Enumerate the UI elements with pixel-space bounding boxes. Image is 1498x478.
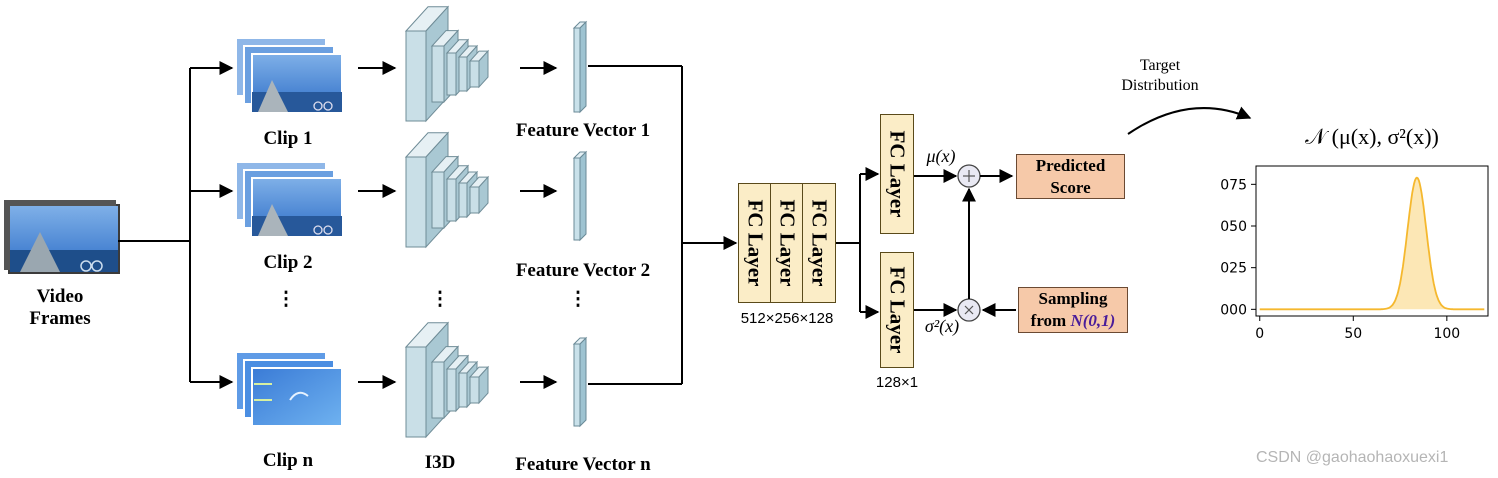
plus-operator [957,164,981,188]
x-tick-label: 0 [1255,326,1264,342]
mlp-fc-layer-2: FC Layer [770,183,804,303]
mlp-fc-layer-2-label: FC Layer [775,199,800,287]
plot-frame [1255,165,1489,317]
i3d-cuboid-front [431,45,445,103]
i3d-cuboid-front [458,56,468,92]
head-dims-label: 128×1 [875,374,919,391]
sigma-head-fc-layer-label: FC Layer [885,266,910,354]
feature-vector-1-label: Feature Vector 1 [515,120,651,141]
clip-1-frames-image [235,37,343,113]
i3d-cuboid-front [431,361,445,419]
i3d-cuboid-front [469,376,480,404]
mu-head-fc-layer: FC Layer [880,114,914,234]
i3d-cuboid-front [405,156,427,248]
mlp-fc-layer-3-label: FC Layer [807,199,832,287]
y-tick-label: 050 [1220,219,1247,235]
i3d-cuboid-front [431,171,445,229]
y-tick-label: 000 [1220,302,1247,318]
sigma-label: σ²(x) [924,316,960,336]
feature-vector-1-bar [572,20,588,114]
i3d-cuboid-front [469,186,480,214]
mlp-fc-layer-1: FC Layer [738,183,772,303]
i3d-ellipsis: ⋮ [430,289,450,310]
input-video-frames-image [4,200,120,274]
i3d-cuboid-front [469,60,480,88]
mlp-dims-label: 512×256×128 [740,310,834,327]
i3d-block-1 [404,5,490,123]
x-tick-label: 100 [1433,326,1460,342]
sampling-box: Sampling from N(0,1) [1018,287,1128,333]
clip-n-frames-image [235,351,343,427]
i3d-block-2 [404,131,490,249]
mlp-fc-layer-1-label: FC Layer [743,199,768,287]
predicted-score-line1: Predicted [1035,155,1106,175]
feature-vector-2-label: Feature Vector 2 [515,260,651,281]
mlp-fc-layer-3: FC Layer [802,183,836,303]
feature-vector-2-bar [572,150,588,242]
i3d-cuboid-front [405,30,427,122]
i3d-cuboid-front [446,368,457,412]
plot-title: 𝒩 (μ(x), σ²(x)) [1305,124,1439,149]
target-distribution-arrow [1127,106,1252,135]
feature-vector-n-label: Feature Vector n [515,454,651,475]
i3d-cuboid-front [446,178,457,222]
sampling-dist: N(0,1) [1070,311,1116,330]
i3d-cuboid-front [458,372,468,408]
clip-2-label: Clip 2 [263,252,313,273]
clip-2-frames-image [235,161,343,237]
target-distribution-label: Target Distribution [1100,56,1220,96]
watermark: CSDN @gaohaohaoxuexi1 [1256,449,1449,466]
y-tick-label: 025 [1220,261,1247,277]
mu-label: μ(x) [926,146,956,166]
distribution-area [1259,177,1485,310]
input-label-line2: Frames [29,308,91,329]
x-tick-label: 50 [1344,326,1362,342]
times-operator [957,298,981,322]
mu-head-fc-layer-label: FC Layer [885,130,910,218]
clip-n-label: Clip n [262,450,314,471]
target-line1: Target [1139,57,1181,74]
predicted-score-box: Predicted Score [1016,154,1125,199]
i3d-cuboid-front [458,182,468,218]
i3d-cuboid-front [405,346,427,438]
feature-vector-n-bar [572,336,588,428]
input-label: Video Frames [10,286,110,330]
sampling-line2-prefix: from [1030,311,1067,330]
predicted-score-line2: Score [1050,177,1091,197]
i3d-block-n [404,321,490,439]
sampling-line1: Sampling [1038,289,1108,308]
sigma-head-fc-layer: FC Layer [880,252,914,368]
i3d-label: I3D [424,452,456,473]
feature-ellipsis: ⋮ [568,289,588,310]
distribution-curve [1259,176,1485,311]
input-label-line1: Video [36,286,84,307]
clip-1-label: Clip 1 [263,128,313,149]
clip-ellipsis: ⋮ [276,289,296,310]
target-line2: Distribution [1121,77,1199,94]
i3d-cuboid-front [446,52,457,96]
y-tick-label: 075 [1220,177,1247,193]
